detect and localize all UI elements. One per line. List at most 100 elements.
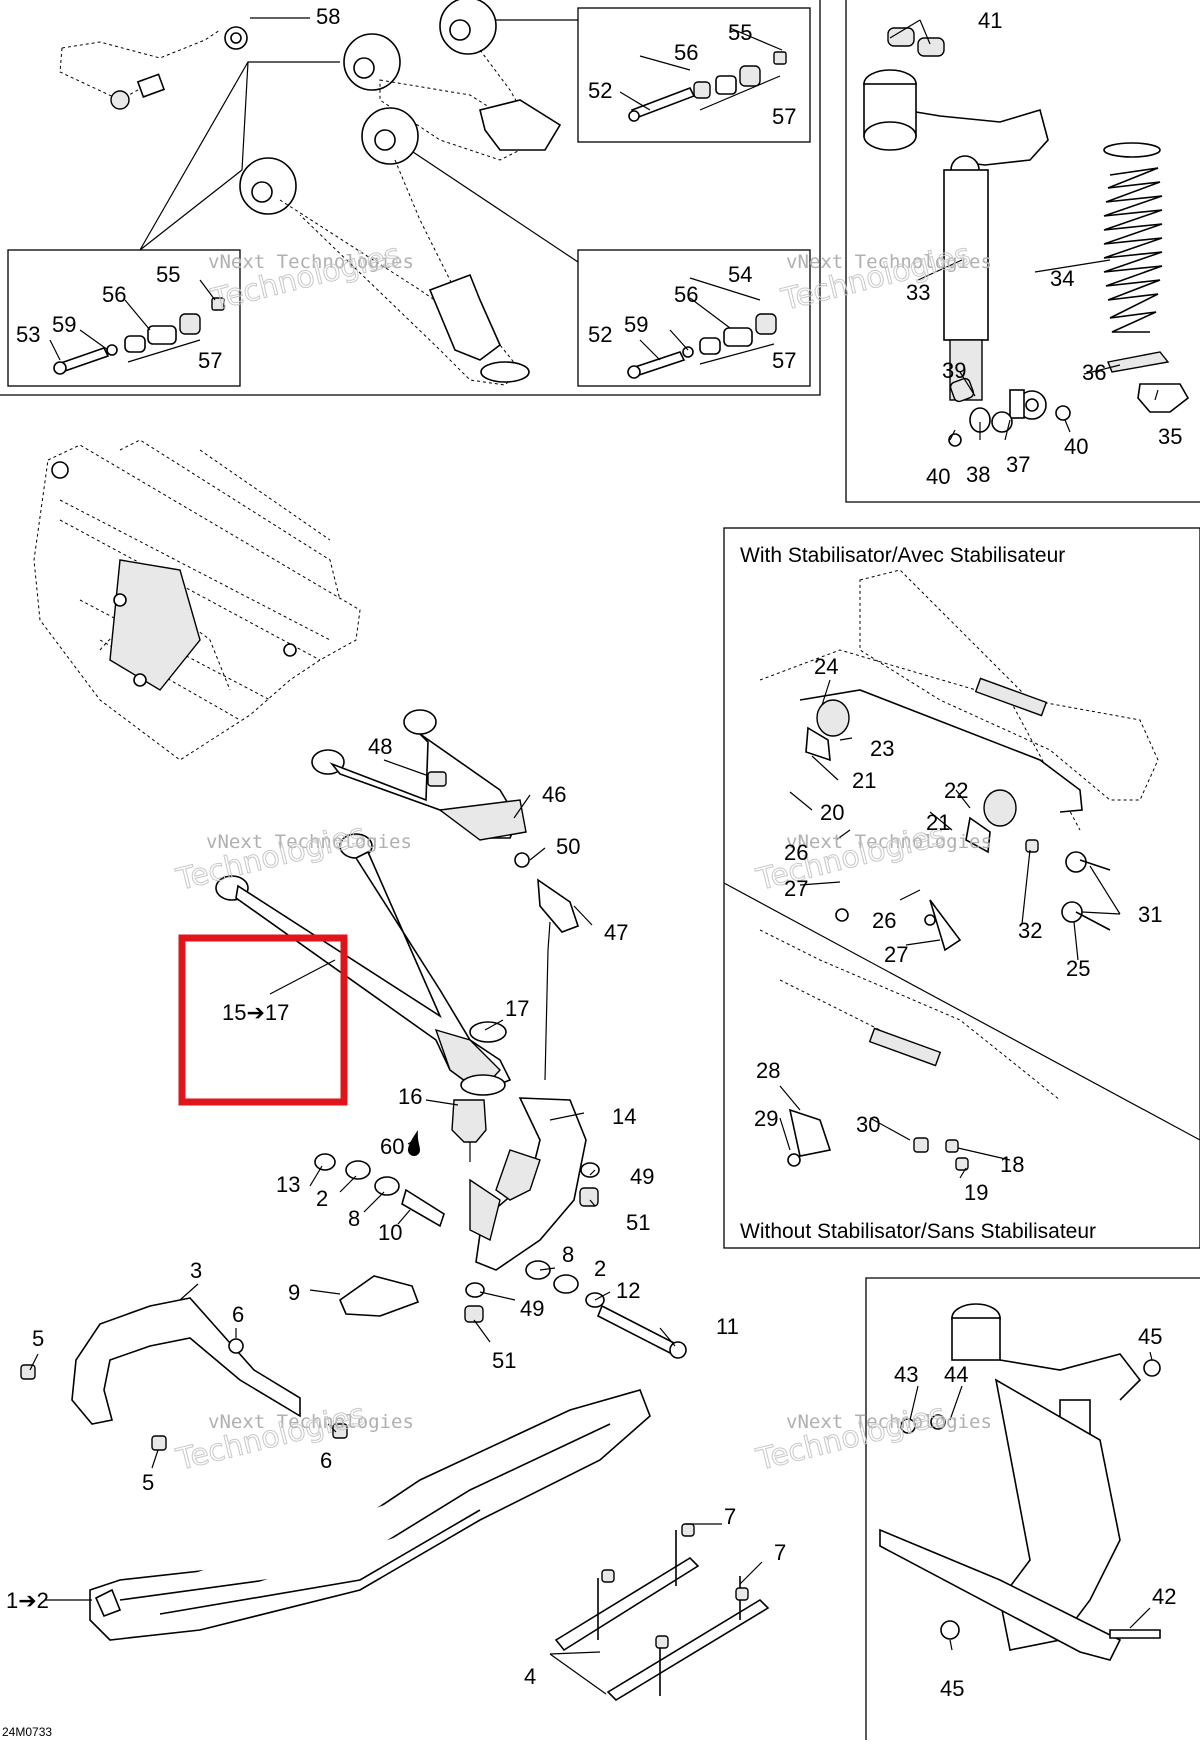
callout-label: 57 bbox=[198, 348, 222, 373]
shock-assembly-drawing bbox=[879, 1303, 1161, 1661]
callout-label: 53 bbox=[16, 322, 40, 347]
callout-label: 33 bbox=[906, 280, 930, 305]
callout-label: 55 bbox=[156, 262, 180, 287]
callout-label: 50 bbox=[556, 834, 580, 859]
callout-label: 49 bbox=[630, 1164, 654, 1189]
callout-label: 26 bbox=[872, 908, 896, 933]
watermark-text: vNext Technologies bbox=[208, 251, 414, 273]
callout-label: 27 bbox=[884, 942, 908, 967]
callout-label: 60 bbox=[380, 1134, 404, 1159]
callout-labels: 58 55 56 52 57 41 33 34 39 36 35 40 38 3… bbox=[6, 4, 1182, 1701]
callout-label: 28 bbox=[756, 1058, 780, 1083]
callout-label: 15➔17 bbox=[222, 1000, 289, 1025]
ski-drawing bbox=[89, 1389, 651, 1641]
callout-label: 5 bbox=[142, 1470, 154, 1495]
bottom-right-panel bbox=[865, 1277, 1200, 1740]
callout-label: 59 bbox=[624, 312, 648, 337]
ski-handle-drawing bbox=[20, 1275, 420, 1451]
callout-label: 2 bbox=[594, 1256, 606, 1281]
callout-label: 47 bbox=[604, 920, 628, 945]
callout-label: 10 bbox=[378, 1220, 402, 1245]
callout-label: 14 bbox=[612, 1104, 636, 1129]
callout-label: 57 bbox=[772, 104, 796, 129]
callout-label: 23 bbox=[870, 736, 894, 761]
highlight-box bbox=[178, 934, 348, 1106]
callout-label: 2 bbox=[316, 1186, 328, 1211]
callout-label: 6 bbox=[320, 1448, 332, 1473]
callout-label: 52 bbox=[588, 322, 612, 347]
inset-box-top-right bbox=[577, 7, 811, 143]
carbide-runners-drawing bbox=[554, 1523, 770, 1702]
callout-label: 43 bbox=[894, 1362, 918, 1387]
callout-label: 44 bbox=[944, 1362, 968, 1387]
callout-label: 38 bbox=[966, 462, 990, 487]
oil-drop-icon bbox=[408, 1130, 420, 1156]
callout-label: 22 bbox=[944, 778, 968, 803]
watermark-text: vNext Technologies bbox=[786, 831, 992, 853]
callout-label: 8 bbox=[562, 1242, 574, 1267]
callout-label: 42 bbox=[1152, 1584, 1176, 1609]
callout-label: 27 bbox=[784, 876, 808, 901]
shock-panel bbox=[845, 0, 1200, 503]
bushing-kit-top-right bbox=[628, 51, 787, 122]
callout-label: 54 bbox=[728, 262, 752, 287]
callout-label: 1➔2 bbox=[6, 1588, 49, 1613]
callout-label: 56 bbox=[674, 282, 698, 307]
with-stabilisator-title: With Stabilisator/Avec Stabilisateur bbox=[740, 544, 1065, 567]
callout-label: 51 bbox=[626, 1210, 650, 1235]
callout-label: 24 bbox=[814, 654, 838, 679]
callout-label: 46 bbox=[542, 782, 566, 807]
callout-label: 49 bbox=[520, 1296, 544, 1321]
callout-label: 35 bbox=[1158, 424, 1182, 449]
callout-label: 8 bbox=[348, 1206, 360, 1231]
callout-label: 40 bbox=[1064, 434, 1088, 459]
watermark-outline: Technologies bbox=[172, 817, 368, 898]
upper-a-arm-drawing bbox=[59, 0, 562, 386]
callout-label: 56 bbox=[674, 40, 698, 65]
callout-label: 3 bbox=[190, 1258, 202, 1283]
watermark-outline: Technologies bbox=[172, 1397, 368, 1478]
watermark-text: vNext Technologies bbox=[786, 1411, 992, 1433]
bushing-kit-bottom-right bbox=[627, 313, 777, 379]
inset-box-bottom-left bbox=[7, 249, 241, 387]
callout-label: 57 bbox=[772, 348, 796, 373]
callout-label: 39 bbox=[942, 358, 966, 383]
watermark-text: vNext Technologies bbox=[206, 831, 412, 853]
callout-label: 29 bbox=[754, 1106, 778, 1131]
chassis-frame-drawing bbox=[33, 439, 361, 761]
callout-label: 12 bbox=[616, 1278, 640, 1303]
callout-label: 52 bbox=[588, 78, 612, 103]
without-stabilisator-title: Without Stabilisator/Sans Stabilisateur bbox=[740, 1220, 1096, 1243]
callout-label: 6 bbox=[232, 1302, 244, 1327]
callout-label: 48 bbox=[368, 734, 392, 759]
callout-label: 58 bbox=[316, 4, 340, 29]
callout-label: 51 bbox=[492, 1348, 516, 1373]
callout-label: 11 bbox=[716, 1314, 739, 1339]
watermark-outline: Technologies bbox=[207, 237, 403, 318]
stabilisator-panel bbox=[723, 527, 1200, 1249]
stabilisator-frame-drawing bbox=[759, 569, 1159, 1171]
callout-label: 18 bbox=[1000, 1152, 1024, 1177]
callout-label: 37 bbox=[1006, 452, 1030, 477]
callout-label: 31 bbox=[1138, 902, 1162, 927]
shock-absorber-drawing bbox=[863, 27, 1190, 447]
bushing-kit-bottom-left bbox=[53, 297, 225, 375]
watermark-text: vNext Technologies bbox=[208, 1411, 414, 1433]
spindle-drawing bbox=[314, 1097, 687, 1359]
suspension-arms-drawing bbox=[215, 709, 580, 1162]
callout-label: 56 bbox=[102, 282, 126, 307]
callout-label: 59 bbox=[52, 312, 76, 337]
callout-label: 45 bbox=[940, 1676, 964, 1701]
callout-label: 5 bbox=[32, 1326, 44, 1351]
callout-label: 9 bbox=[288, 1280, 300, 1305]
callout-label: 55 bbox=[728, 20, 752, 45]
callout-label: 21 bbox=[926, 810, 950, 835]
inset-box-bottom-right bbox=[577, 249, 811, 387]
leader-lines bbox=[29, 17, 1159, 1695]
callout-label: 16 bbox=[398, 1084, 422, 1109]
callout-label: 20 bbox=[820, 800, 844, 825]
callout-label: 32 bbox=[1018, 918, 1042, 943]
callout-label: 40 bbox=[926, 464, 950, 489]
callout-label: 34 bbox=[1050, 266, 1074, 291]
